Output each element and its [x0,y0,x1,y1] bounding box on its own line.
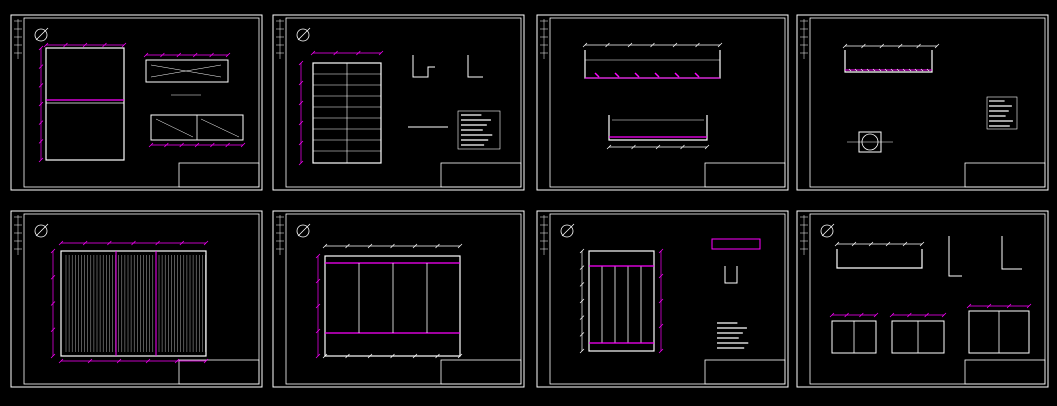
sheet-7 [536,210,789,388]
sheet-inner-border [23,17,260,188]
detail-2 [467,55,483,78]
beam-detail [711,238,761,250]
sheet-inner-border [809,213,1046,385]
sheet-border [796,210,1049,388]
wall-detail-2 [1001,236,1022,270]
sheet-border [536,14,789,191]
title-block [704,162,786,188]
section-a [145,59,229,83]
long-section [836,249,923,269]
sheets-layer [10,14,1049,388]
detail-1 [412,55,435,78]
north-arrow-icon [296,224,310,238]
sheet-border [10,14,263,191]
sheet-inner-border [23,213,260,385]
sheet-inner-border [809,17,1046,188]
title-block [178,162,260,188]
sheet-5 [10,210,263,388]
stub-detail [724,266,738,284]
notes-box [457,110,501,150]
north-arrow-icon [820,224,834,238]
sheet-border [272,210,525,388]
sheet-1 [10,14,263,191]
section [844,50,933,73]
sheet-3 [536,14,789,191]
sheet-inner-border [549,213,786,385]
title-block [440,359,522,385]
sheet-border [796,14,1049,191]
sheet-border [272,14,525,191]
watermark-text [823,392,1043,400]
detail-plan [588,250,655,352]
hatch-pattern [65,255,206,352]
sheet-8 [796,210,1049,388]
sheet-inner-border [285,17,522,188]
title-block [440,162,522,188]
plan-outline [45,47,125,161]
sheet-inner-border [285,213,522,385]
title-block [178,359,260,385]
north-arrow-icon [34,224,48,238]
north-arrow-icon [34,28,48,42]
sheet-2 [272,14,525,191]
notes-box [986,96,1018,130]
title-block [704,359,786,385]
sheet-inner-border [549,17,786,188]
title-block [964,359,1046,385]
cross-section [608,115,708,141]
north-arrow-icon [296,28,310,42]
wall-detail-1 [948,236,962,277]
sheet-border [10,210,263,388]
hatched-plan [60,250,207,357]
sheet-border [536,210,789,388]
north-arrow-icon [560,224,574,238]
sheet-6 [272,210,525,388]
sheet-4 [796,14,1049,191]
title-block [964,162,1046,188]
